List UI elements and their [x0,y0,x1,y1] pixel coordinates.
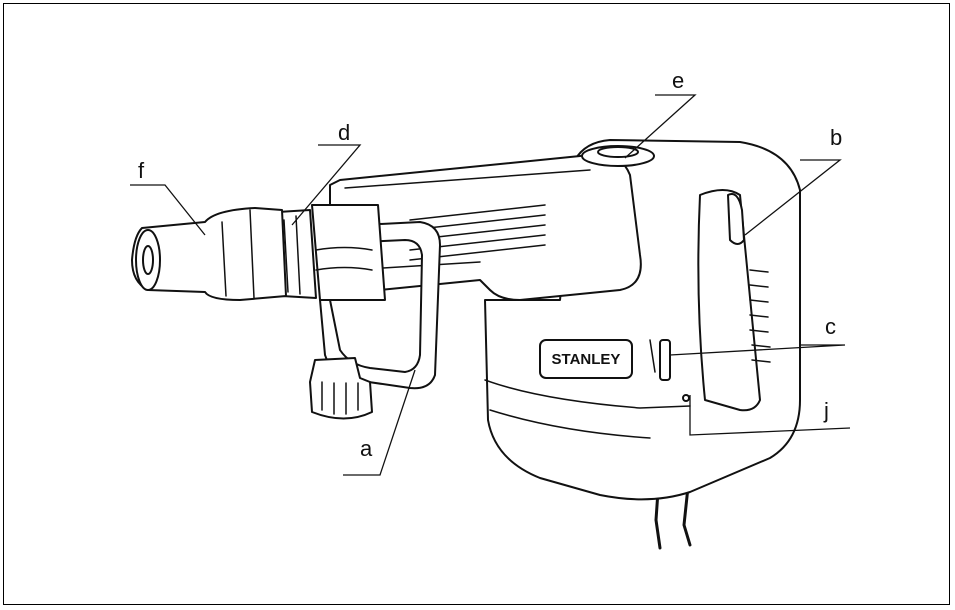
leader-c [669,344,846,356]
trigger-switch [727,193,745,245]
brand-badge [539,339,633,379]
tool-holder [131,207,287,301]
brand-text: STANLEY [552,351,621,368]
label-e: e [672,68,685,93]
leader-a [343,369,416,476]
leader-d [291,144,362,226]
leader-j [689,395,851,436]
label-c: c [825,314,836,339]
lower-knob [309,357,373,420]
label-f: f [138,158,145,183]
label-a: a [360,436,373,461]
label-b: b [830,125,843,150]
leader-b [744,159,842,236]
label-d: d [338,120,351,145]
label-j: j [824,398,829,423]
indicator-light [682,394,690,402]
speed-control [659,339,671,381]
leader-e [624,94,697,159]
grip-collar [311,204,386,301]
leader-f [130,184,206,236]
rear-handle [697,189,761,412]
